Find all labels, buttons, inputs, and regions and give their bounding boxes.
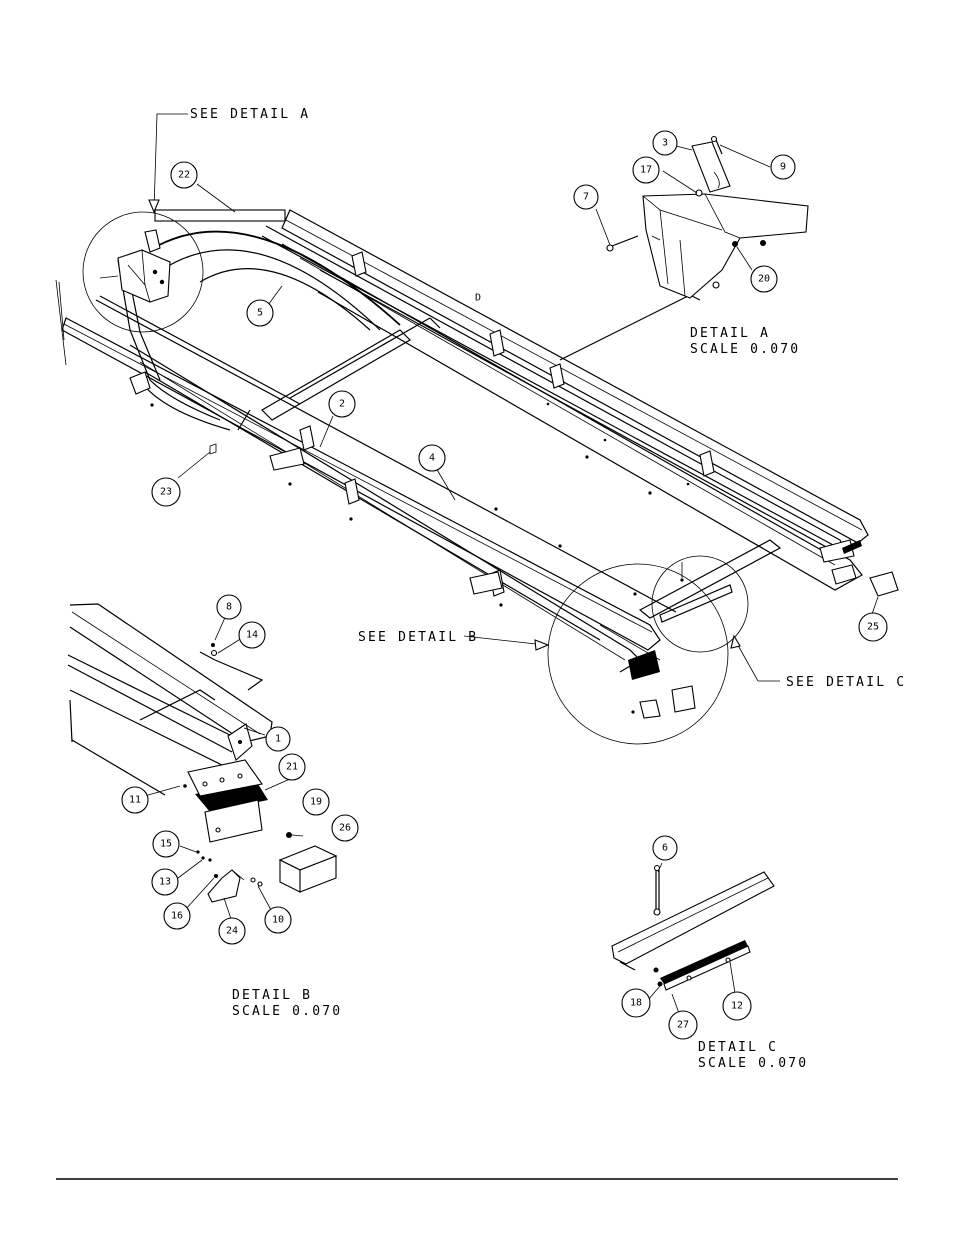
- fastener-dots: [150, 402, 690, 607]
- svg-text:18: 18: [630, 998, 642, 1009]
- trailer-frame-assembly: D: [55, 209, 899, 673]
- svg-text:7: 7: [583, 192, 589, 203]
- detail-a-drawing: [595, 135, 809, 299]
- detail-b-scale: SCALE 0.070: [232, 1004, 342, 1019]
- detail-a-scale: SCALE 0.070: [690, 342, 800, 357]
- svg-text:5: 5: [257, 308, 263, 319]
- bubble-1: 1: [265, 726, 291, 752]
- bubble-9: 9: [770, 154, 796, 180]
- callout-leaders: [148, 113, 780, 682]
- detail-b-circle: [547, 563, 729, 745]
- svg-text:15: 15: [160, 839, 172, 850]
- detail-c-circle: [651, 555, 749, 653]
- bubble-14: 14: [238, 621, 266, 649]
- svg-text:3: 3: [662, 138, 668, 149]
- bubble-8: 8: [216, 594, 242, 620]
- svg-text:20: 20: [758, 274, 770, 285]
- see-detail-a-label: SEE DETAIL A: [190, 107, 310, 122]
- svg-text:25: 25: [867, 622, 879, 633]
- detail-b-drawing: [67, 603, 338, 920]
- svg-text:4: 4: [429, 453, 435, 464]
- bubble-26: 26: [331, 814, 359, 842]
- bubble-21: 21: [278, 753, 306, 781]
- bubble-3: 3: [652, 130, 678, 156]
- detail-c-drawing: [611, 862, 775, 1017]
- bubble-25: 25: [858, 612, 888, 642]
- part-bubbles: 22 5 2 4 23 25 3 17 9 7 20 8 14 1 21 11 …: [121, 130, 888, 1040]
- bubble-22: 22: [170, 161, 198, 189]
- main-leaders: [177, 183, 879, 615]
- svg-text:11: 11: [129, 795, 141, 806]
- svg-text:1: 1: [275, 734, 281, 745]
- bubble-4: 4: [418, 444, 446, 472]
- detail-b-title: DETAIL B: [232, 988, 312, 1003]
- svg-text:10: 10: [272, 915, 284, 926]
- rail-brackets: [129, 251, 855, 597]
- svg-text:22: 22: [178, 170, 190, 181]
- bubble-20: 20: [750, 265, 778, 293]
- detail-b-hint: [599, 592, 696, 719]
- svg-text:24: 24: [226, 926, 238, 937]
- bubble-17: 17: [632, 156, 660, 184]
- bubble-18: 18: [621, 988, 651, 1018]
- bubble-23: 23: [151, 477, 181, 507]
- bubble-12: 12: [722, 991, 752, 1021]
- bubble-11: 11: [121, 786, 149, 814]
- svg-text:12: 12: [731, 1001, 743, 1012]
- see-detail-c-label: SEE DETAIL C: [786, 675, 906, 690]
- bubble-24: 24: [218, 917, 246, 945]
- bubble-19: 19: [302, 788, 330, 816]
- detail-a-circle: [82, 211, 204, 333]
- svg-text:17: 17: [640, 165, 652, 176]
- bubble-7: 7: [573, 184, 599, 210]
- svg-text:13: 13: [159, 877, 171, 888]
- detail-a-title: DETAIL A: [690, 326, 770, 341]
- svg-text:23: 23: [160, 487, 172, 498]
- svg-text:2: 2: [339, 399, 345, 410]
- svg-text:21: 21: [286, 762, 298, 773]
- svg-text:6: 6: [662, 843, 668, 854]
- svg-text:8: 8: [226, 602, 232, 613]
- small-mark: D: [475, 293, 481, 304]
- svg-text:26: 26: [339, 823, 351, 834]
- bubble-13: 13: [151, 868, 179, 896]
- detail-c-hint: [659, 562, 733, 623]
- svg-text:14: 14: [246, 630, 258, 641]
- svg-text:9: 9: [780, 162, 786, 173]
- bubble-6: 6: [652, 835, 678, 861]
- detail-c-title: DETAIL C: [698, 1040, 778, 1055]
- bubble-2: 2: [328, 390, 356, 418]
- svg-text:16: 16: [171, 911, 183, 922]
- bubble-10: 10: [264, 906, 292, 934]
- bubble-16: 16: [163, 902, 191, 930]
- bubble-15: 15: [152, 830, 180, 858]
- bubble-5: 5: [246, 299, 274, 327]
- bubble-27: 27: [668, 1010, 698, 1040]
- svg-text:19: 19: [310, 797, 322, 808]
- svg-text:27: 27: [677, 1020, 689, 1031]
- see-detail-b-label: SEE DETAIL B: [358, 630, 478, 645]
- decal-22: [154, 209, 286, 222]
- detail-c-scale: SCALE 0.070: [698, 1056, 808, 1071]
